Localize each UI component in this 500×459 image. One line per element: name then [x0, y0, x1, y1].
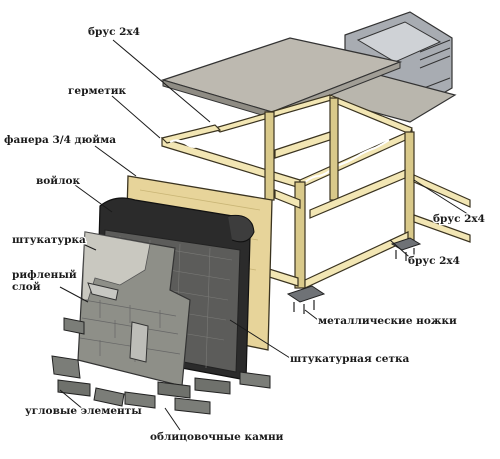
facing-stones [124, 371, 271, 415]
label-brus-right2: брус 2х4 [408, 255, 460, 267]
label-plaster-mesh: штукатурная сетка [290, 353, 410, 365]
label-metal-feet: металлические ножки [318, 315, 457, 327]
leader-lines [59, 39, 475, 431]
label-ribbed-layer-line2: слой [12, 281, 41, 293]
corner-elements [51, 317, 125, 407]
label-plywood: фанера 3/4 дюйма [4, 134, 116, 146]
label-sealant: герметик [68, 85, 127, 97]
label-brus-top: брус 2х4 [88, 26, 140, 38]
label-facing-stones: облицовочные камни [150, 431, 284, 443]
stucco-wall [77, 231, 191, 387]
label-felt: войлок [36, 175, 80, 187]
label-corner-elements: угловые элементы [25, 405, 142, 417]
label-ribbed-layer-line1: рифленый [12, 269, 77, 281]
label-stucco: штукатурка [12, 234, 86, 246]
label-brus-right: брус 2х4 [433, 213, 485, 225]
